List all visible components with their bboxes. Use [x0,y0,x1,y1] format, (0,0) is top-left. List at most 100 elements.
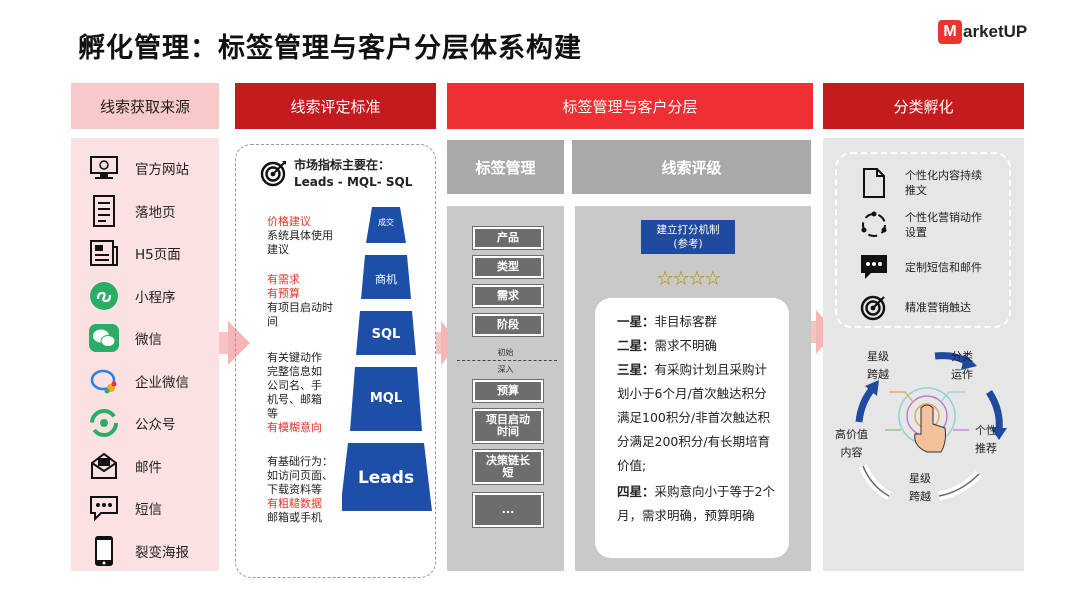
incubation-item-content: 个性化内容持续推文 [859,168,985,198]
grade-2: 二星：需求不明确 [617,334,775,358]
source-item: H5页面 [87,236,181,270]
grade-4-key: 四星： [617,484,655,499]
source-item: 小程序 [87,279,176,313]
funnel-stage-opportunity [361,255,411,299]
source-item-label: 落地页 [135,204,176,221]
header-incubation: 分类孵化 [823,83,1024,129]
note-2-red: 有需求 有预算 [267,273,300,300]
funnel-stage-deal [366,207,406,243]
tag-product[interactable]: 产品 [472,226,544,250]
tag-mgmt-header: 标签管理 [447,140,564,194]
funnel-stage-sql [356,311,416,355]
grade-3: 三星：有采购计划且采购计划小于6个月/首次触达积分满足100积分/非首次触达积分… [617,358,775,478]
sources-panel: 官方网站落地页 H5页面小程序微信企业微信公众号邮件短信裂变海报 [71,138,219,571]
incubation-item-message: 定制短信和邮件 [859,252,995,282]
grade-box: 一星：非目标客群 二星：需求不明确 三星：有采购计划且采购计划小于6个月/首次触… [595,298,789,558]
cycle-icon [859,210,889,240]
header-tagging: 标签管理与客户分层 [447,83,813,129]
grade-2-key: 二星： [617,338,655,353]
sms-icon [87,491,121,525]
source-item-label: 官方网站 [135,162,189,178]
header-criteria: 线索评定标准 [235,83,436,129]
document-icon [859,168,889,198]
cycle-arc-right [986,390,1003,431]
tag-project-start[interactable]: 项目启动 时间 [472,408,544,444]
flow-arrow-1-bar [219,332,229,354]
lead-rating-panel: 建立打分机制 (参考) ☆☆☆☆ 一星：非目标客群 二星：需求不明确 三星：有采… [575,206,811,571]
tag-budget[interactable]: 预算 [472,379,544,403]
source-item-label: 公众号 [135,417,176,433]
criteria-heading-line1: 市场指标主要在： [294,158,391,172]
source-item: 裂变海报 [87,534,189,568]
source-item-label: 短信 [135,502,162,518]
mini-program-icon [87,279,121,313]
source-item: 短信 [87,491,162,525]
source-item-label: 企业微信 [135,374,189,391]
monitor-icon [87,151,121,185]
logo-text: arketUP [963,22,1028,41]
grade-4-value: 采购意向小于等于2个月，需求明确，预算明确 [617,484,775,523]
cycle-label-star-up: 星级 跨越 [867,350,889,381]
funnel-stage-leads [342,443,432,511]
divider-label-deep: 深入 [497,365,514,374]
tag-divider [457,360,557,361]
cycle-label-high-value: 高价值 内容 [835,428,868,459]
grade-2-value: 需求不明确 [654,338,718,353]
tag-more[interactable]: ... [472,492,544,528]
official-account-icon [87,406,121,440]
brand-logo: M arketUP [938,18,1027,46]
tag-decision-chain[interactable]: 决策链长 短 [472,449,544,485]
note-3-text: 有关键动作完整信息如公司名、手机号、邮箱等 [267,351,322,420]
criteria-note-2: 有需求 有预算 有项目启动时间 [267,273,343,329]
incubation-panel: 个性化内容持续推文 个性化营销动作设置 定制短信和邮件 精准营销触达 [823,138,1024,571]
criteria-note-3: 有关键动作完整信息如公司名、手机号、邮箱等 有模糊意向 [267,351,331,435]
criteria-panel: 市场指标主要在： Leads - MQL- SQL 成交 商机 SQL MQL … [235,144,436,578]
source-item-label: 微信 [135,332,162,348]
grade-list: 一星：非目标客群 二星：需求不明确 三星：有采购计划且采购计划小于6个月/首次触… [617,310,775,528]
tag-mgmt-panel: 产品 类型 需求 阶段 初始 深入 预算 项目启动 时间 决策链长 短 ... [447,206,564,571]
cycle-diagram [855,352,1007,501]
cycle-label-star-cross: 星级 跨越 [909,472,931,503]
logo-mark: M [938,20,962,44]
funnel-label-leads: Leads [357,468,415,488]
note-1-red: 价格建议 [267,215,311,228]
source-item-label: 小程序 [135,289,176,306]
funnel-label-opportunity: 商机 [375,273,397,286]
flow-arrow-3-bar [811,321,817,343]
funnel-label-mql: MQL [369,391,403,406]
grade-1-key: 一星： [617,314,655,329]
tag-stage[interactable]: 阶段 [472,313,544,337]
source-item-label: 裂变海报 [135,544,189,561]
scoring-mechanism-button[interactable]: 建立打分机制 (参考) [641,220,735,254]
incubation-item-precision-label: 精准营销触达 [905,300,971,314]
criteria-heading-line2: Leads - MQL- SQL [294,175,413,189]
touch-target-icon [885,387,969,453]
lead-rating-header: 线索评级 [572,140,811,194]
grade-4: 四星：采购意向小于等于2个月，需求明确，预算明确 [617,480,775,528]
source-item-label: 邮件 [135,459,162,476]
document-list-icon [87,194,121,228]
target-icon [260,159,288,187]
note-2-text: 有项目启动时间 [267,301,333,328]
tag-demand[interactable]: 需求 [472,284,544,308]
incubation-item-action-label: 个性化营销动作设置 [905,211,982,239]
incubation-item-precision: 精准营销触达 [859,292,995,322]
mail-icon [87,449,121,483]
note-4-text2: 邮箱或手机 [267,511,322,524]
funnel-chart [342,207,432,511]
scoring-button-line2: (参考) [673,238,703,250]
source-item: 官方网站 [87,151,189,185]
incubation-item-message-label: 定制短信和邮件 [905,260,982,274]
flow-arrow-1 [228,321,250,365]
star-rating: ☆☆☆☆ [656,266,722,290]
note-3-red: 有模糊意向 [267,421,322,434]
criteria-note-4: 有基础行为：如访问页面、下载资料等 有粗糙数据 邮箱或手机 [267,455,335,525]
criteria-note-1: 价格建议 系统具体使用建议 [267,215,343,257]
source-item-label: H5页面 [135,247,181,263]
grade-3-key: 三星： [617,362,655,377]
scoring-button-line1: 建立打分机制 [656,224,720,236]
tag-type[interactable]: 类型 [472,255,544,279]
note-4-red: 有粗糙数据 [267,497,322,510]
source-item: 公众号 [87,406,176,440]
source-item: 企业微信 [87,364,189,398]
